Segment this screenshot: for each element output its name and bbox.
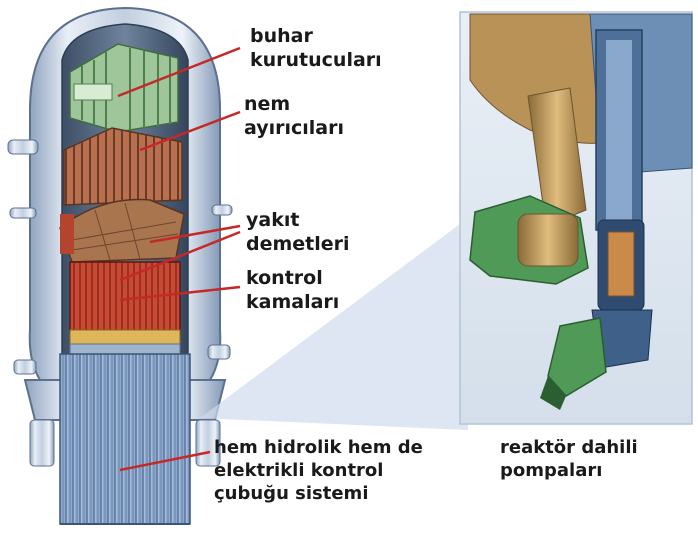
- moisture-separators: [63, 127, 183, 206]
- label-moisture-separators-line2: ayırıcıları: [244, 117, 345, 139]
- label-internal-pumps-line2: pompaları: [500, 460, 603, 481]
- label-steam-dryers-line2: kurutucuları: [250, 49, 382, 71]
- label-steam-dryers: buhar kurutucuları: [250, 24, 382, 72]
- label-fuel-bundles: yakıt demetleri: [246, 208, 350, 256]
- core-support: [69, 329, 181, 355]
- control-rod-drives: [29, 353, 221, 525]
- label-control-rod-system-line2: elektrikli kontrol: [214, 460, 384, 481]
- label-steam-dryers-line1: buhar: [250, 25, 313, 47]
- fuel-bundles: [60, 214, 181, 335]
- label-moisture-separators: nem ayırıcıları: [244, 92, 344, 140]
- leader-lines: [117, 46, 241, 472]
- label-control-rod-system: hem hidrolik hem de elektrikli kontrol ç…: [214, 436, 423, 505]
- steam-dryers: [69, 43, 179, 133]
- label-control-rod-system-line3: çubuğu sistemi: [214, 483, 369, 504]
- label-moisture-separators-line1: nem: [244, 93, 291, 115]
- pump-inset: [200, 11, 693, 430]
- label-control-blades-line1: kontrol: [246, 267, 323, 289]
- label-internal-pumps-line1: reaktör dahili: [500, 437, 638, 458]
- label-control-rod-system-line1: hem hidrolik hem de: [214, 437, 423, 458]
- label-control-blades-line2: kamaları: [246, 291, 340, 313]
- label-control-blades: kontrol kamaları: [246, 266, 339, 314]
- label-internal-pumps: reaktör dahili pompaları: [500, 436, 638, 482]
- label-fuel-bundles-line1: yakıt: [246, 209, 300, 231]
- label-fuel-bundles-line2: demetleri: [246, 233, 350, 255]
